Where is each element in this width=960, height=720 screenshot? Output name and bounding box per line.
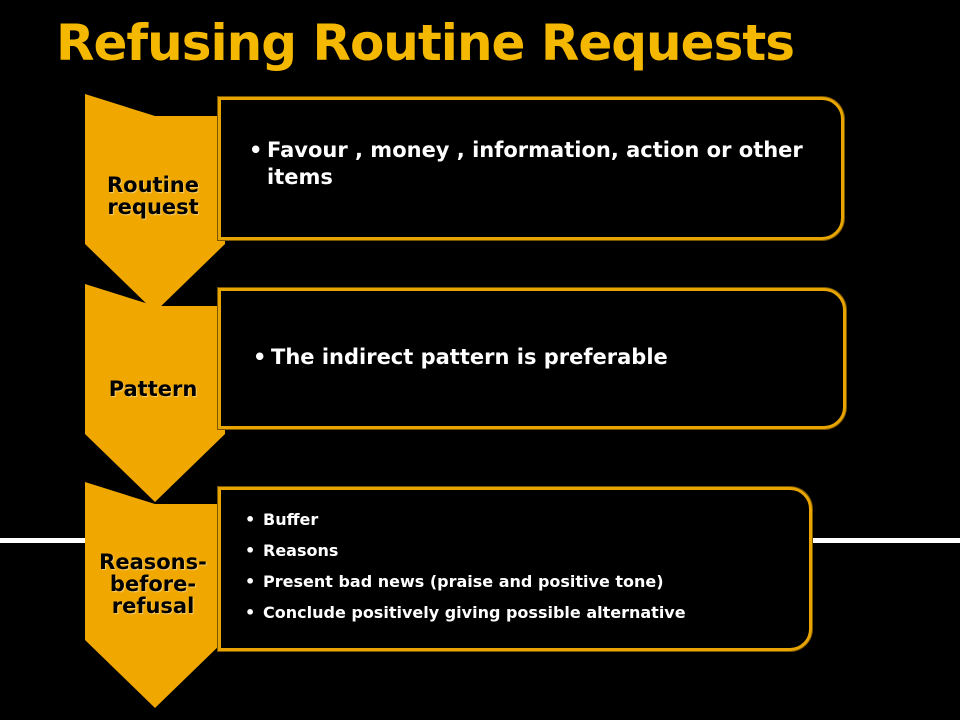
divider-left [0, 538, 90, 543]
stage-1-label-line-1: Routine [107, 173, 199, 197]
stage-1-box: Favour , money , information, action or … [218, 97, 844, 240]
stage-1-bullet: Favour , money , information, action or … [245, 137, 821, 191]
stage-3-bullets: Buffer Reasons Present bad news (praise … [241, 504, 801, 628]
stage-2-label: Pattern [108, 377, 198, 401]
stage-3-bullet-bad-news: Present bad news (praise and positive to… [241, 566, 801, 597]
stage-1-bullets: Favour , money , information, action or … [245, 137, 821, 191]
divider-right [808, 538, 960, 543]
stage-2-bullet: The indirect pattern is preferable [249, 344, 823, 371]
stage-3-label-line-1: Reasons- [99, 550, 207, 574]
stage-3-bullet-reasons: Reasons [241, 535, 801, 566]
stage-3-label: Reasons- before- refusal [90, 551, 216, 617]
stage-2-bullets: The indirect pattern is preferable [249, 344, 823, 371]
stage-3-chevron [85, 482, 225, 708]
stage-1-label: Routine request [90, 174, 216, 218]
stage-3-box: Buffer Reasons Present bad news (praise … [218, 487, 812, 651]
stage-2-box: The indirect pattern is preferable [218, 288, 846, 429]
stage-2-chevron [85, 284, 225, 502]
stage-3-bullet-conclude: Conclude positively giving possible alte… [241, 597, 801, 628]
stage-1-label-line-2: request [107, 195, 199, 219]
stage-1-chevron [85, 94, 225, 312]
stage-3-label-line-3: refusal [111, 594, 195, 618]
page-title: Refusing Routine Requests [56, 14, 795, 72]
stage-3-label-line-2: before- [109, 572, 197, 596]
stage-3-bullet-buffer: Buffer [241, 504, 801, 535]
